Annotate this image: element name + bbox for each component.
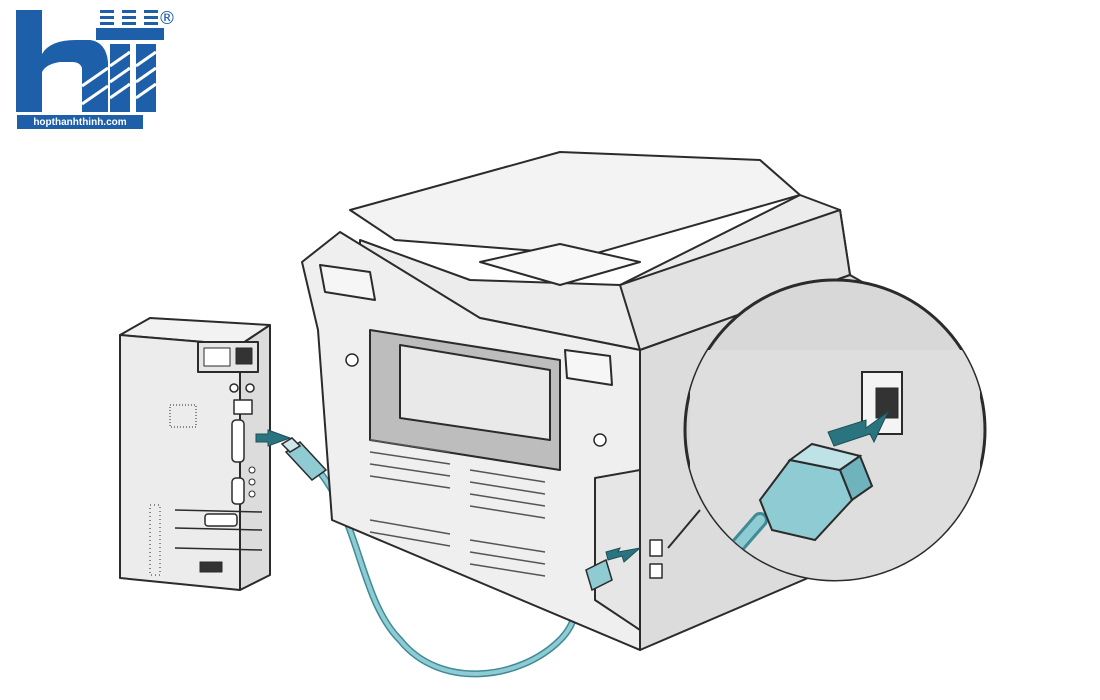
side-vent bbox=[149, 404, 197, 576]
logo-dash-marks bbox=[100, 10, 158, 25]
logo-letter-h bbox=[16, 10, 108, 112]
logo-stripes bbox=[81, 50, 157, 106]
registered-mark: ® bbox=[158, 8, 176, 29]
logo-website: hopthanhthinh.com bbox=[16, 114, 144, 130]
usb-plug-printer bbox=[585, 558, 613, 592]
computer-tower bbox=[119, 317, 271, 591]
printer-vents bbox=[369, 439, 546, 577]
printer-usb-arrow bbox=[605, 547, 642, 563]
power-plug-arrow bbox=[827, 410, 890, 447]
computer-usb-arrow bbox=[255, 429, 292, 447]
usb-plug-computer bbox=[280, 437, 328, 481]
brand-logo bbox=[16, 10, 164, 112]
inset-leader-line bbox=[667, 509, 701, 549]
power-connector-inset bbox=[683, 278, 987, 582]
